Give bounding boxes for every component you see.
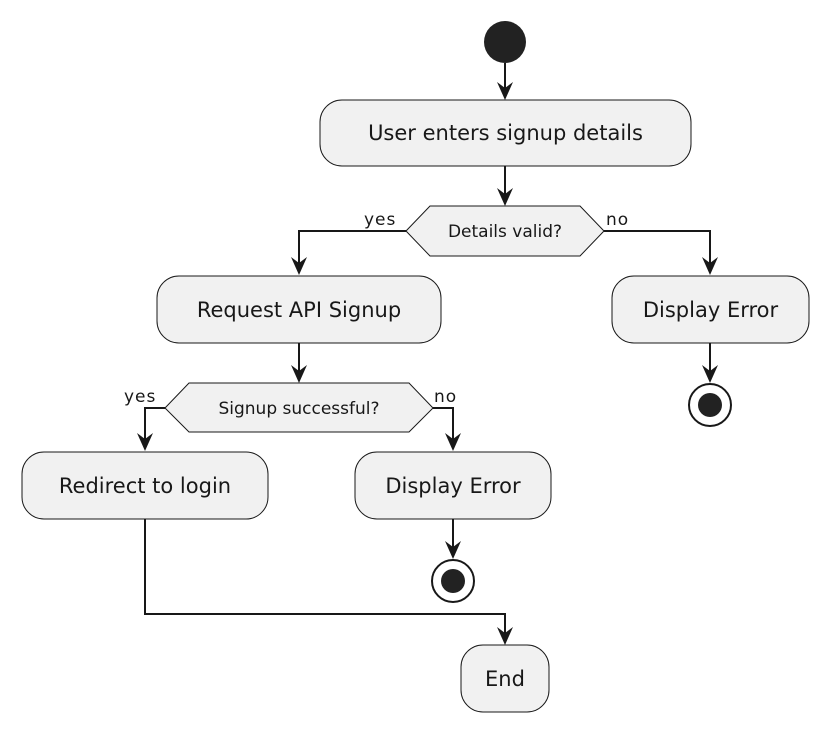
arrowhead	[291, 257, 307, 275]
stop-node-middle	[431, 559, 475, 603]
branch-label-signup-yes: yes	[124, 387, 156, 407]
action-enter-details-label: User enters signup details	[368, 121, 643, 145]
arrowhead	[137, 433, 153, 451]
edge-redirect-to-end	[144, 519, 506, 642]
arrowhead	[497, 82, 513, 100]
action-end: End	[460, 644, 550, 713]
branch-label-details-no: no	[606, 210, 629, 230]
action-enter-details: User enters signup details	[319, 99, 692, 167]
edge-signup-no	[433, 407, 454, 448]
decision-details-valid-label: Details valid?	[448, 222, 562, 242]
action-request-api-signup: Request API Signup	[156, 275, 442, 344]
arrowhead	[291, 365, 307, 383]
decision-details-valid: Details valid?	[405, 205, 605, 257]
branch-label-details-yes: yes	[364, 210, 396, 230]
edge-details-no	[604, 230, 711, 272]
arrowhead	[445, 433, 461, 451]
action-display-error-middle-label: Display Error	[385, 474, 521, 498]
arrowhead	[445, 541, 461, 559]
action-display-error-middle: Display Error	[354, 451, 552, 520]
action-redirect-login: Redirect to login	[21, 451, 269, 520]
decision-signup-successful-label: Signup successful?	[218, 399, 379, 419]
stop-node-right	[688, 383, 732, 427]
decision-signup-successful: Signup successful?	[164, 382, 434, 433]
arrowhead	[702, 365, 718, 383]
arrowhead	[497, 627, 513, 645]
branch-label-signup-no: no	[434, 387, 457, 407]
action-end-label: End	[485, 667, 525, 691]
action-request-api-signup-label: Request API Signup	[197, 298, 401, 322]
edge-details-yes	[298, 230, 406, 272]
action-display-error-right: Display Error	[611, 275, 810, 344]
arrowhead	[702, 257, 718, 275]
arrowhead	[497, 188, 513, 206]
action-display-error-right-label: Display Error	[643, 298, 779, 322]
start-node	[484, 21, 526, 63]
edge-signup-yes	[144, 407, 165, 448]
action-redirect-login-label: Redirect to login	[59, 474, 231, 498]
